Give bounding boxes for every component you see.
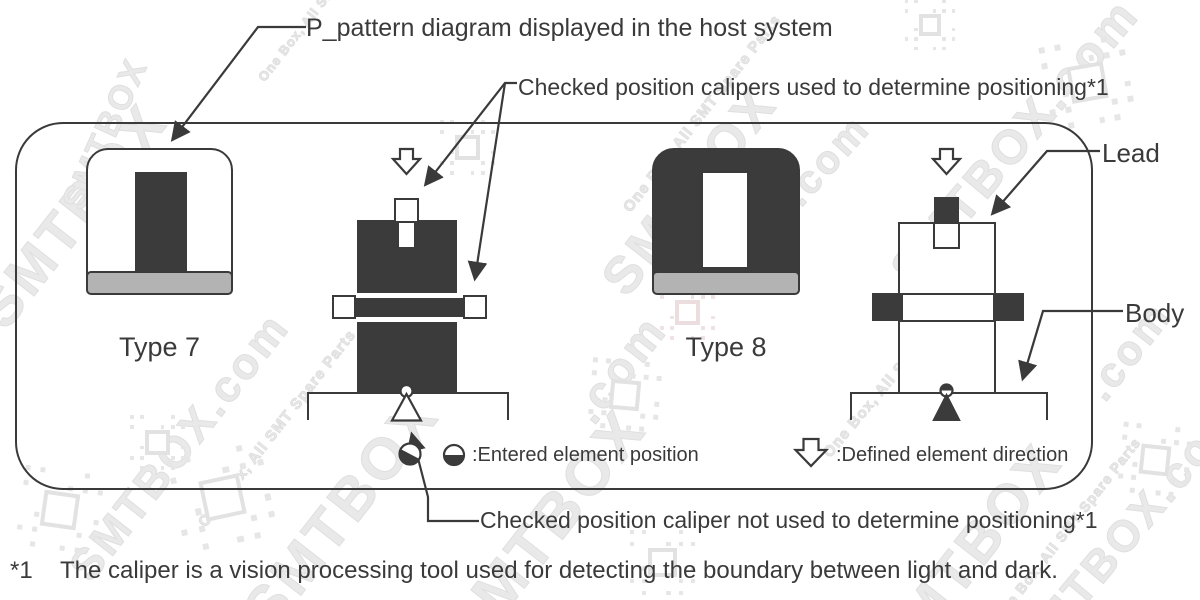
diagram-panel (15, 122, 1093, 490)
lead-rectangle (934, 197, 959, 223)
dark-component-caliper-bar (349, 298, 471, 317)
callout-caliper-not-used: Checked position caliper not used to det… (480, 507, 1098, 533)
caliper-square-right (463, 295, 487, 319)
caliper-square-top (394, 198, 419, 223)
type7-label: Type 7 (118, 332, 201, 362)
body-label: Body (1125, 298, 1185, 328)
type8-pattern-white-core (701, 171, 749, 269)
watermark-qr-icon (660, 285, 715, 340)
callout-p-pattern: P_pattern diagram displayed in the host … (306, 14, 833, 42)
dark-component-platform (307, 392, 509, 420)
light-component-caliper-band (898, 293, 996, 322)
callout-calipers-used: Checked position calipers used to determ… (518, 74, 1109, 100)
caliper-dark-square-right (993, 293, 1024, 321)
watermark-qr-icon (905, 0, 955, 50)
watermark-qr-icon (1117, 421, 1194, 499)
caliper-square-left (332, 295, 356, 319)
lead-label: Lead (1102, 138, 1160, 168)
type8-pattern-gray-base (652, 271, 800, 295)
legend-entered-position: :Entered element position (472, 444, 699, 466)
type8-label: Type 8 (685, 332, 767, 362)
light-component-platform (850, 392, 1048, 420)
caliper-square-top-right-component (933, 222, 960, 249)
footnote-marker: *1 (10, 557, 33, 584)
caliper-notch (397, 223, 416, 249)
watermark-qr-icon (630, 530, 695, 595)
type7-pattern-dark-core (135, 172, 187, 274)
watermark-qr-icon (130, 415, 185, 470)
legend-defined-direction: :Defined element direction (836, 444, 1069, 466)
type7-pattern-gray-base (86, 271, 233, 295)
caliper-dark-square-left (872, 293, 903, 321)
footnote-text: The caliper is a vision processing tool … (60, 557, 1058, 584)
